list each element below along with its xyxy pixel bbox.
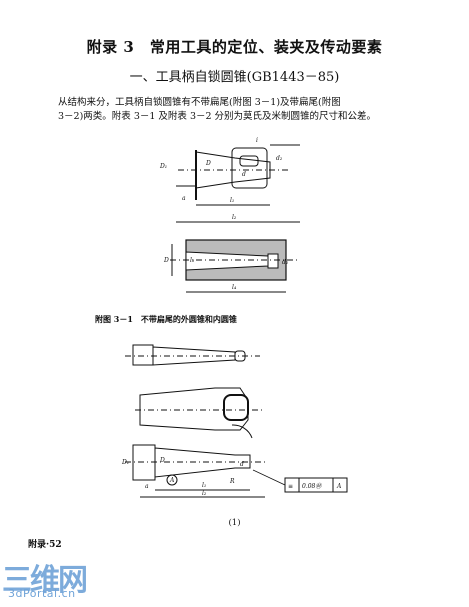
label-D-internal: D — [163, 257, 169, 264]
label-l4: l₄ — [232, 284, 237, 291]
label-l1-fig2: l₁ — [202, 482, 206, 489]
figure-2-labels: D₁ D d a l₁ l₂ R A — [121, 457, 244, 497]
figure-caption: 附图 3－1 不带扁尾的外圆锥和内圆锥 — [95, 314, 237, 324]
label-a: a — [182, 195, 186, 202]
intro-paragraph-line-2: 3－2)两类。附表 3－1 及附表 3－2 分别为莫氏及米制圆锥的尺寸和公差。 — [58, 111, 377, 122]
label-l2-fig2: l₂ — [202, 490, 207, 497]
watermark-glyph: 三维网 — [2, 563, 88, 598]
section-heading: 一、工具柄自锁圆锥(GB1443－85) — [129, 70, 340, 85]
label-l2: l₂ — [232, 214, 237, 221]
label-i: i — [256, 137, 258, 144]
label-d-fig2: d — [240, 461, 244, 468]
label-a-fig2: a — [145, 483, 149, 490]
label-d: d — [242, 171, 246, 178]
figure-1-labels: D₁ D d d₂ a l₁ l₂ i D l₃ l₄ d₁ — [159, 137, 288, 291]
label-R-fig2: R — [229, 478, 235, 485]
figure-sub-caption: (1) — [228, 518, 241, 528]
tolerance-frame: ≡ 0.08Ⓜ A — [252, 469, 348, 493]
label-l1: l₁ — [230, 197, 234, 204]
label-A-datum: A — [169, 477, 175, 484]
label-l3: l₃ — [190, 257, 195, 264]
label-d1: d₁ — [282, 259, 288, 266]
label-D-fig2: D — [159, 457, 165, 464]
tang-shank-top-view — [125, 344, 260, 366]
internal-taper-drawing — [170, 239, 300, 293]
page-number: 附录·52 — [28, 540, 62, 550]
label-D1-fig2: D₁ — [121, 459, 129, 466]
watermark-site: 3dPortal.cn — [8, 587, 76, 600]
tang-shank-side-view — [135, 387, 265, 439]
tolerance-symbol: ≡ — [288, 483, 293, 490]
intro-paragraph-line-1: 从结构来分，工具柄自锁圆锥有不带扁尾(附图 3－1)及带扁尾(附图 — [58, 97, 341, 108]
label-D1: D₁ — [159, 163, 167, 170]
tolerance-value: 0.08Ⓜ — [302, 482, 322, 490]
label-d2: d₂ — [276, 155, 283, 162]
label-D: D — [205, 160, 211, 167]
watermark-logo: 三维网 3dPortal.cn — [2, 555, 172, 607]
tolerance-datum: A — [336, 483, 342, 490]
tang-shank-section-view — [125, 444, 265, 498]
appendix-title: 附录 3 常用工具的定位、装夹及传动要素 — [86, 38, 383, 56]
external-taper-drawing — [176, 144, 300, 223]
